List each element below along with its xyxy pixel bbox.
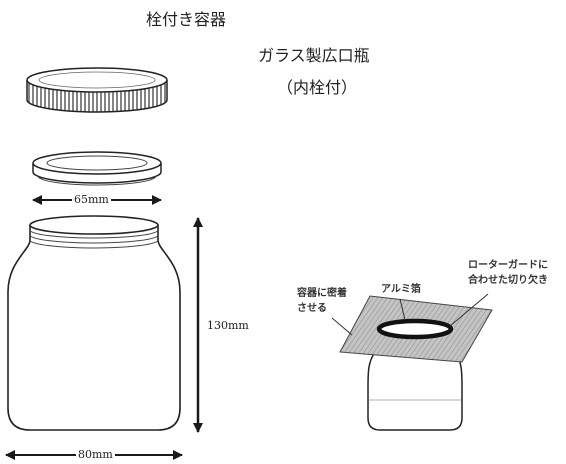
glass-jar	[7, 215, 181, 431]
cutout-note-line1: ローターガードに	[468, 260, 548, 271]
foil-sealed-jar	[339, 295, 493, 431]
seal-note-line1: 容器に密着	[297, 288, 347, 299]
plug-diameter-label: 65mm	[72, 193, 111, 206]
jar-height-label: 130mm	[205, 319, 251, 332]
jar-diameter-label: 80mm	[76, 448, 115, 461]
leader-seal	[331, 317, 353, 336]
leader-foil	[399, 298, 406, 321]
outer-lid	[26, 67, 168, 113]
figure-title: 栓付き容器	[146, 10, 227, 29]
cutout-note-line2: 合わせた切り欠き	[468, 275, 548, 286]
foil-note: アルミ箔	[381, 284, 421, 295]
inner-plug	[32, 151, 162, 186]
seal-note-line2: させる	[297, 303, 327, 314]
leader-cutout	[449, 293, 489, 327]
figure-subtitle-line1: ガラス製広口瓶	[258, 46, 370, 65]
figure-subtitle-line2: （内栓付）	[277, 78, 358, 97]
jar-rim-cutout	[376, 318, 454, 340]
